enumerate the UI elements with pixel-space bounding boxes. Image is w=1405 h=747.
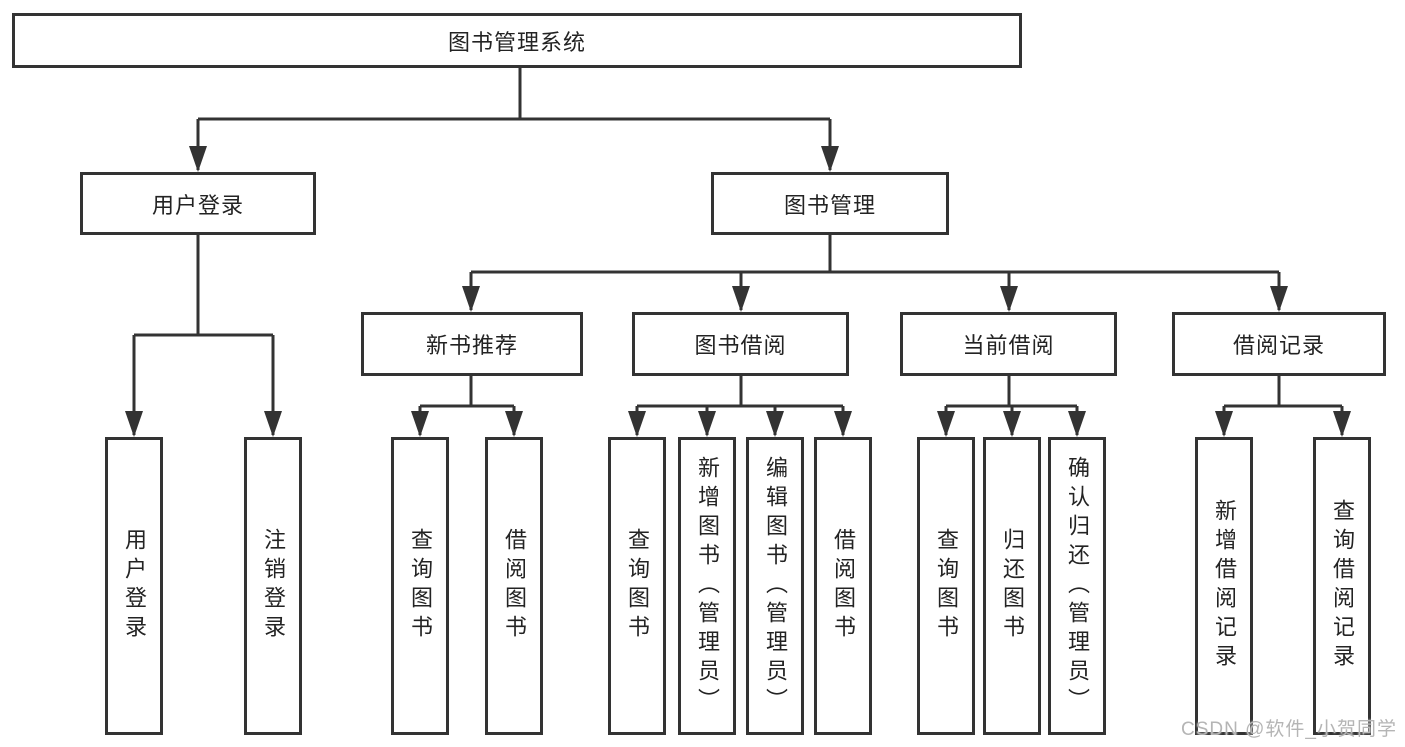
arrow-down-icon [1333, 411, 1351, 437]
arrow-down-icon [1215, 411, 1233, 437]
node-label: 查询图书 [934, 528, 959, 644]
arrow-down-icon [834, 411, 852, 437]
node-label: 当前借阅 [962, 333, 1055, 358]
node-current-borrow: 当前借阅 [900, 312, 1117, 376]
node-borrow-records: 借阅记录 [1172, 312, 1386, 376]
leaf-add-borrow-record: 新增借阅记录 [1195, 437, 1253, 735]
arrow-down-icon [505, 411, 523, 437]
leaf-query-books-current: 查询图书 [917, 437, 975, 735]
node-label: 用户登录 [151, 192, 244, 218]
arrow-down-icon [1270, 286, 1288, 312]
node-label: 用户登录 [122, 528, 147, 644]
arrow-down-icon [766, 411, 784, 437]
node-label: 图书管理系统 [447, 29, 586, 55]
arrow-down-icon [411, 411, 429, 437]
node-label: 新书推荐 [425, 333, 518, 358]
node-label: 注销登录 [261, 528, 286, 644]
node-new-book-recommend: 新书推荐 [361, 312, 583, 376]
arrow-down-icon [821, 146, 839, 172]
arrowheads [125, 146, 1351, 437]
leaf-query-books-recommend: 查询图书 [391, 437, 449, 735]
arrow-down-icon [1068, 411, 1086, 437]
leaf-return-book: 归还图书 [983, 437, 1041, 735]
arrow-down-icon [462, 286, 480, 312]
leaf-borrow-books: 借阅图书 [814, 437, 872, 735]
connector-bookborrow-to-leaves [635, 376, 845, 435]
node-label: 确认归还（管理员） [1065, 455, 1090, 717]
leaf-add-book-admin: 新增图书（管理员） [678, 437, 736, 735]
node-label: 图书借阅 [694, 333, 787, 358]
node-label: 查询图书 [408, 528, 433, 644]
node-label: 借阅记录 [1232, 333, 1325, 358]
node-book-borrow: 图书借阅 [632, 312, 849, 376]
connector-newbook-to-leaves [418, 376, 516, 435]
node-label: 借阅图书 [502, 528, 527, 644]
node-book-management-system: 图书管理系统 [12, 13, 1022, 68]
csdn-watermark: CSDN @软件_小贺同学 [1181, 719, 1397, 740]
arrow-down-icon [264, 411, 282, 437]
node-label: 归还图书 [1000, 528, 1025, 644]
arrow-down-icon [1000, 286, 1018, 312]
node-user-login: 用户登录 [80, 172, 316, 235]
node-label: 查询借阅记录 [1330, 499, 1355, 673]
node-label: 编辑图书（管理员） [763, 455, 788, 717]
node-label: 新增借阅记录 [1212, 499, 1237, 673]
leaf-borrow-books-recommend: 借阅图书 [485, 437, 543, 735]
connector-bookmgmt-to-level3 [469, 235, 1281, 310]
arrow-down-icon [189, 146, 207, 172]
arrow-down-icon [125, 411, 143, 437]
arrow-down-icon [628, 411, 646, 437]
leaf-confirm-return-admin: 确认归还（管理员） [1048, 437, 1106, 735]
leaf-query-books-borrow: 查询图书 [608, 437, 666, 735]
node-book-management: 图书管理 [711, 172, 949, 235]
node-label: 图书管理 [783, 192, 876, 218]
node-label: 借阅图书 [831, 528, 856, 644]
arrow-down-icon [732, 286, 750, 312]
connector-userlogin-to-leaves [132, 235, 275, 435]
node-label: 查询图书 [625, 528, 650, 644]
leaf-user-login: 用户登录 [105, 437, 163, 735]
connector-root-to-level2 [196, 68, 832, 170]
connector-borrowrecords-to-leaves [1222, 376, 1344, 435]
leaf-query-borrow-record: 查询借阅记录 [1313, 437, 1371, 735]
leaf-edit-book-admin: 编辑图书（管理员） [746, 437, 804, 735]
leaf-logout: 注销登录 [244, 437, 302, 735]
arrow-down-icon [937, 411, 955, 437]
arrow-down-icon [1003, 411, 1021, 437]
arrow-down-icon [698, 411, 716, 437]
node-label: 新增图书（管理员） [695, 455, 720, 717]
